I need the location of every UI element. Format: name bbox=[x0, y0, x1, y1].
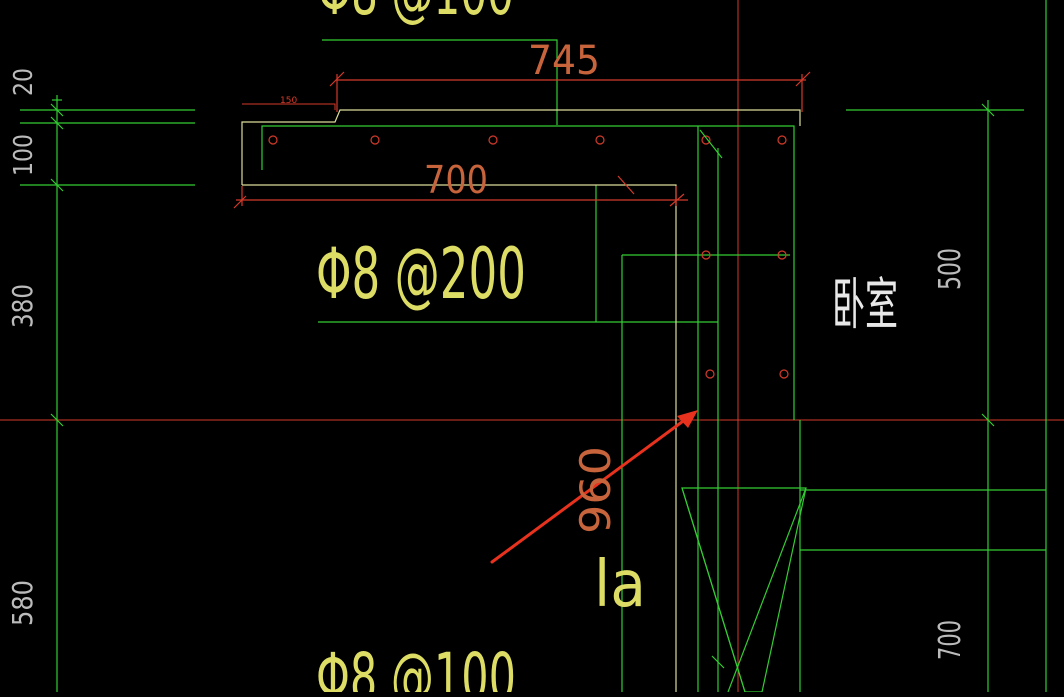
rebar-dot bbox=[777, 250, 787, 260]
left-dim-100-label: 100 bbox=[9, 134, 39, 176]
dim-700-vertical-label: 700 bbox=[933, 620, 968, 660]
rebar-dot bbox=[701, 135, 711, 145]
dim-150-label: 150 bbox=[280, 96, 297, 106]
rebar-dots bbox=[268, 135, 789, 379]
dim-700-tick bbox=[617, 175, 635, 195]
right-dim-tick bbox=[981, 103, 995, 117]
bottom-rebar-label: Φ8 @100 bbox=[316, 639, 516, 692]
rebar-dot bbox=[595, 135, 605, 145]
room-label: 卧室 bbox=[832, 273, 898, 338]
left-dim-tick bbox=[50, 178, 64, 192]
taper-section bbox=[681, 487, 807, 693]
beam-outline bbox=[241, 103, 801, 692]
left-dim-580-label: 580 bbox=[6, 580, 39, 626]
red-arrow bbox=[490, 410, 698, 564]
leader-745 bbox=[322, 39, 558, 125]
left-dim-tick bbox=[50, 116, 64, 130]
rebar-dot bbox=[268, 135, 278, 145]
left-dim-20-label: 20 bbox=[9, 68, 39, 96]
dim-745-label: 745 bbox=[528, 38, 600, 84]
green-lines bbox=[20, 0, 1047, 693]
rebar-dot bbox=[488, 135, 498, 145]
rebar-dot bbox=[705, 369, 715, 379]
dim-700-horizontal-label: 700 bbox=[424, 158, 488, 202]
dim-745-tick bbox=[795, 71, 811, 87]
column-tick bbox=[711, 655, 725, 669]
taper-cross bbox=[727, 487, 807, 693]
rebar-dot bbox=[779, 369, 789, 379]
rebar-dot bbox=[701, 250, 711, 260]
dim-700-tick bbox=[233, 195, 247, 209]
rebar-tick bbox=[699, 129, 723, 159]
right-dim-tick bbox=[981, 413, 995, 427]
top-rebar-label: Φ8 @100 bbox=[318, 0, 514, 29]
red-dimensions bbox=[233, 71, 811, 209]
taper-cross bbox=[681, 487, 746, 693]
dim-960-label: 960 bbox=[571, 446, 620, 534]
rebar-dot bbox=[370, 135, 380, 145]
beam-inner-outline bbox=[261, 125, 795, 420]
dim-700-tick bbox=[669, 193, 685, 207]
left-dim-tick bbox=[50, 413, 64, 427]
left-dim-380-label: 380 bbox=[6, 284, 39, 328]
rebar-dot bbox=[777, 135, 787, 145]
anchorage-label: la bbox=[594, 548, 646, 622]
left-dim-tick bbox=[50, 103, 64, 117]
dim-500-label: 500 bbox=[933, 248, 968, 290]
beam-rebar-label: Φ8 @200 bbox=[316, 233, 526, 315]
